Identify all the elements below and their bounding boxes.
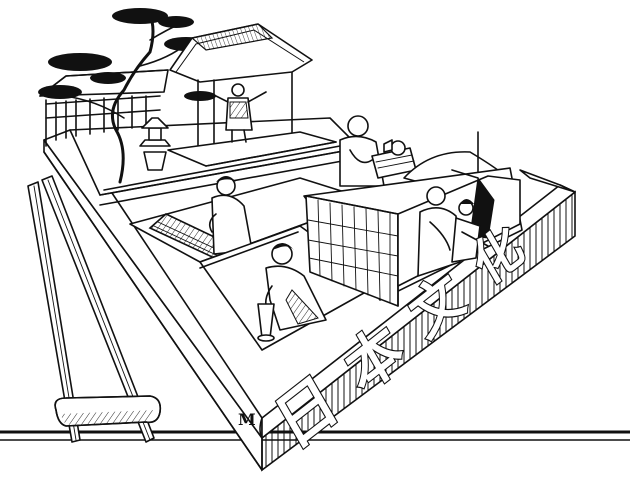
chopstick-rest [54,395,162,427]
shoji-compartment [303,167,523,307]
samurai-figures [417,169,495,277]
pavilion [167,23,337,167]
stone-lantern [139,117,171,171]
pine-tree [38,8,216,184]
bento-box [43,129,576,472]
chopsticks [27,175,155,443]
artist-signature: M [238,410,256,429]
table-edge [0,430,630,441]
garden-compartment [38,8,371,206]
noh-performer [211,83,267,143]
tea-monk [339,115,417,187]
